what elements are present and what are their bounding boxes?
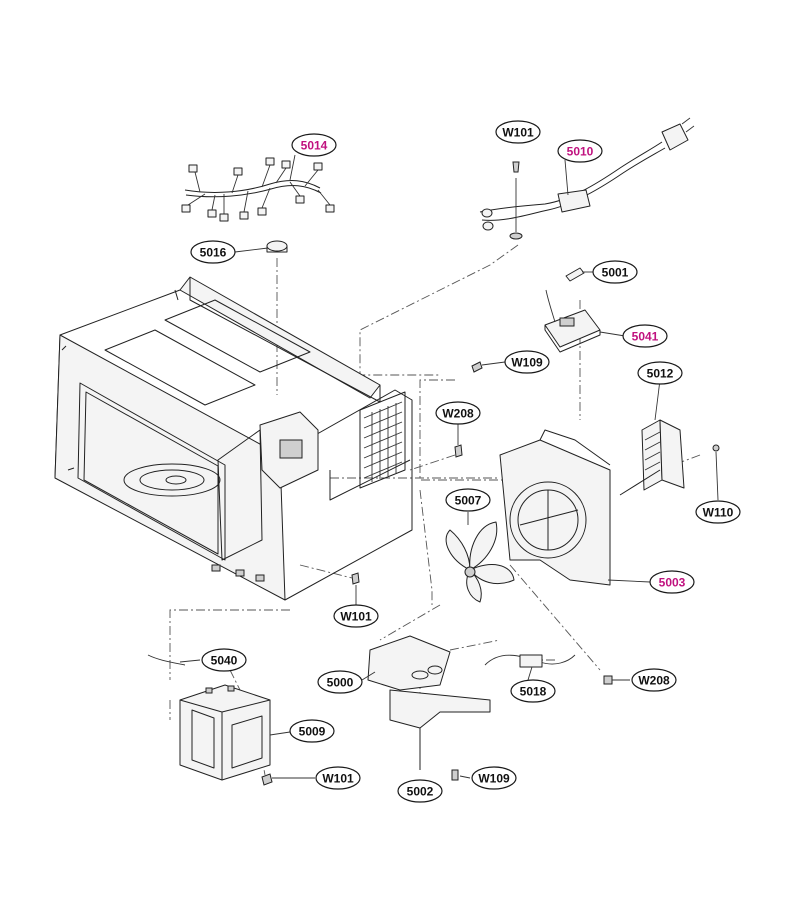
label-oval <box>435 401 481 425</box>
label-text: 5041 <box>632 330 659 344</box>
label-text: 5007 <box>455 494 482 508</box>
fan-duct-5003 <box>499 429 611 586</box>
part-label-5002: 5002 <box>397 779 443 803</box>
vent-grille <box>359 391 406 489</box>
label-oval <box>649 570 695 594</box>
part-label-5016: 5016 <box>190 240 236 264</box>
label-text: 5002 <box>407 785 434 799</box>
part-label-5041: 5041 <box>622 324 668 348</box>
label-oval <box>289 719 335 743</box>
part-label-w101: W101 <box>495 120 541 144</box>
part-label-w109: W109 <box>504 350 550 374</box>
label-text: W101 <box>322 772 354 786</box>
screws <box>261 361 613 786</box>
label-oval <box>631 668 677 692</box>
label-oval <box>510 679 556 703</box>
part-label-5012: 5012 <box>637 361 683 385</box>
label-oval <box>315 766 361 790</box>
label-text: W101 <box>340 610 372 624</box>
label-text: 5018 <box>520 685 547 699</box>
part-label-5003: 5003 <box>649 570 695 594</box>
label-oval <box>291 133 337 157</box>
label-text: 5014 <box>301 139 328 153</box>
part-label-w101: W101 <box>315 766 361 790</box>
label-text: 5010 <box>567 145 594 159</box>
part-label-5007: 5007 <box>445 488 491 512</box>
label-text: 5001 <box>602 266 629 280</box>
magnetron-5009 <box>179 684 271 781</box>
fan-motor-5012 <box>619 419 720 496</box>
label-text: W110 <box>703 506 734 520</box>
label-text: W109 <box>478 772 510 786</box>
fuse-5001 <box>565 267 585 282</box>
microwave-cabinet <box>54 276 413 601</box>
part-label-w110: W110 <box>695 500 741 524</box>
power-cord-5010 <box>479 117 695 240</box>
label-oval <box>445 488 491 512</box>
bracket-5002 <box>389 689 491 770</box>
label-text: W101 <box>502 126 534 140</box>
part-label-5040: 5040 <box>201 648 247 672</box>
part-labels: 5014W1015010501650015041W1095012W2085007… <box>190 120 741 803</box>
label-text: 5009 <box>299 725 326 739</box>
label-oval <box>317 670 363 694</box>
label-oval <box>504 350 550 374</box>
part-label-5014: 5014 <box>291 133 337 157</box>
part-label-5001: 5001 <box>592 260 638 284</box>
label-oval <box>622 324 668 348</box>
label-text: 5016 <box>200 246 227 260</box>
part-label-w109: W109 <box>471 766 517 790</box>
part-label-5018: 5018 <box>510 679 556 703</box>
label-oval <box>495 120 541 144</box>
fan-blade-5007 <box>445 521 515 603</box>
label-oval <box>557 139 603 163</box>
sensor-5018 <box>484 654 576 668</box>
label-text: 5000 <box>327 676 354 690</box>
label-text: 5040 <box>211 654 238 668</box>
label-oval <box>471 766 517 790</box>
part-label-5009: 5009 <box>289 719 335 743</box>
label-text: W208 <box>442 407 474 421</box>
label-oval <box>190 240 236 264</box>
wire-5040 <box>147 654 186 666</box>
wire-harness-5014 <box>181 157 335 222</box>
label-oval <box>695 500 741 524</box>
label-oval <box>201 648 247 672</box>
part-label-w208: W208 <box>631 668 677 692</box>
label-oval <box>397 779 443 803</box>
label-oval <box>333 604 379 628</box>
label-text: W109 <box>511 356 543 370</box>
label-oval <box>637 361 683 385</box>
label-text: W208 <box>638 674 670 688</box>
part-label-w101: W101 <box>333 604 379 628</box>
part-label-5010: 5010 <box>557 139 603 163</box>
circuit-board-5041 <box>544 289 601 353</box>
label-oval <box>592 260 638 284</box>
thermostat-5016 <box>266 240 288 253</box>
part-label-5000: 5000 <box>317 670 363 694</box>
label-text: 5012 <box>647 367 674 381</box>
part-label-w208: W208 <box>435 401 481 425</box>
capacitor-5000 <box>367 635 451 691</box>
label-text: 5003 <box>659 576 686 590</box>
